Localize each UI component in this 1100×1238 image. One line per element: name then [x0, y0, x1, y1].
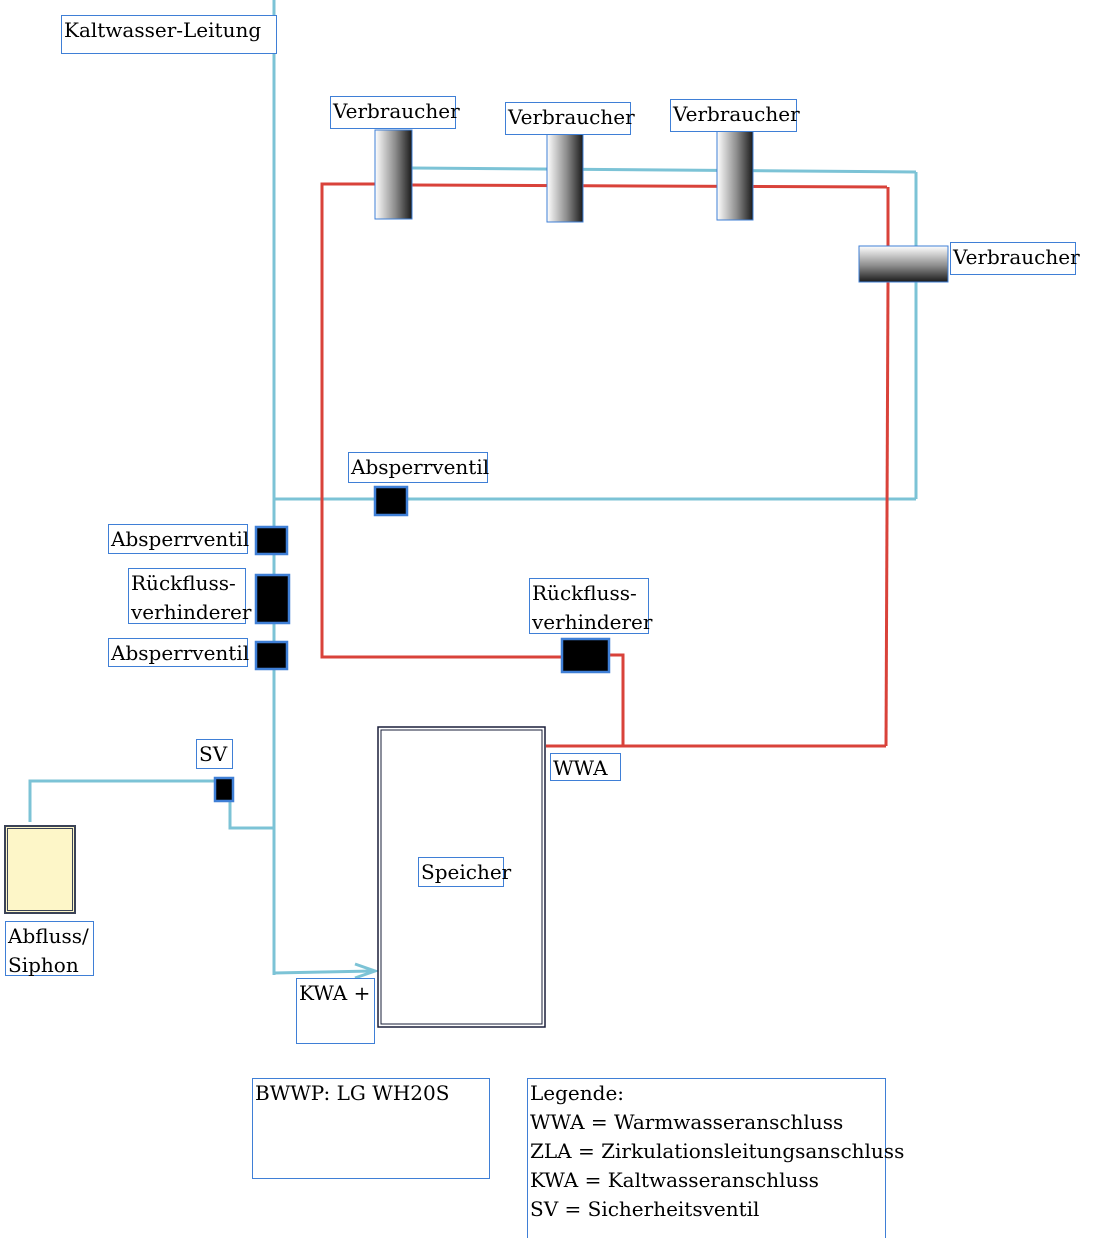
storage-label: Speicher — [418, 857, 511, 887]
kwa-inlet-pipe — [273, 969, 374, 975]
model-label: BWWP: LG WH20S — [252, 1078, 490, 1179]
kwa-arrow-icon — [354, 962, 380, 980]
legend-entry: SV = Sicherheitsventil — [530, 1197, 760, 1221]
consumer-1 — [374, 129, 413, 220]
backflow-preventer-main — [254, 573, 291, 625]
drain-siphon — [4, 825, 76, 914]
drain-label: Abfluss/Siphon — [5, 921, 94, 977]
drain-pipe — [28, 779, 224, 822]
legend-entry: WWA = Warmwasseranschluss — [530, 1110, 844, 1134]
storage-tank-inner — [380, 729, 543, 1025]
consumer-label-2: Verbraucher — [505, 102, 635, 135]
drain-siphon-inner — [7, 828, 73, 911]
wwa-label: WWA — [550, 753, 621, 781]
consumer-label-4: Verbraucher — [950, 242, 1080, 275]
consumer-label-3: Verbraucher — [670, 99, 800, 132]
shutoff-valve-2 — [254, 640, 289, 671]
legend: Legende: WWA = Warmwasseranschluss ZLA =… — [527, 1078, 905, 1238]
hot-water-pipes — [320, 182, 890, 748]
valves — [213, 485, 611, 803]
hot-consumer-pipe — [411, 183, 888, 189]
shutoff-valve-branch-label: Absperrventil — [348, 452, 489, 483]
circulation-pipe — [320, 182, 562, 659]
consumers — [374, 129, 949, 283]
cold-consumer-pipe — [411, 166, 917, 174]
shutoff-valve-1 — [254, 525, 289, 556]
backflow-main-label: Rückfluss-verhinderer — [128, 568, 251, 624]
hot-riser — [884, 281, 890, 747]
consumer-3 — [716, 130, 754, 221]
kwa-label: KWA + — [296, 978, 375, 1044]
backflow-return-pipe — [609, 653, 625, 746]
legend-entry: KWA = Kaltwasseranschluss — [530, 1168, 819, 1192]
shutoff-valve-branch — [373, 485, 409, 517]
shutoff-valve-2-label: Absperrventil — [108, 638, 249, 667]
backflow-circulation-label: Rückfluss-verhinderer — [529, 578, 652, 634]
consumer-2 — [546, 133, 584, 223]
sv-pipe — [228, 790, 274, 830]
cold-line-label: Kaltwasser-Leitung — [61, 15, 277, 54]
consumer-4 — [858, 245, 949, 283]
consumer-label-1: Verbraucher — [330, 96, 460, 129]
legend-entry: ZLA = Zirkulationsleitungsanschluss — [530, 1139, 905, 1163]
sv-label: SV — [196, 739, 233, 769]
safety-valve — [213, 776, 235, 803]
shutoff-valve-1-label: Absperrventil — [108, 524, 249, 554]
legend-title: Legende: — [530, 1081, 625, 1105]
backflow-preventer-circulation — [560, 637, 611, 674]
